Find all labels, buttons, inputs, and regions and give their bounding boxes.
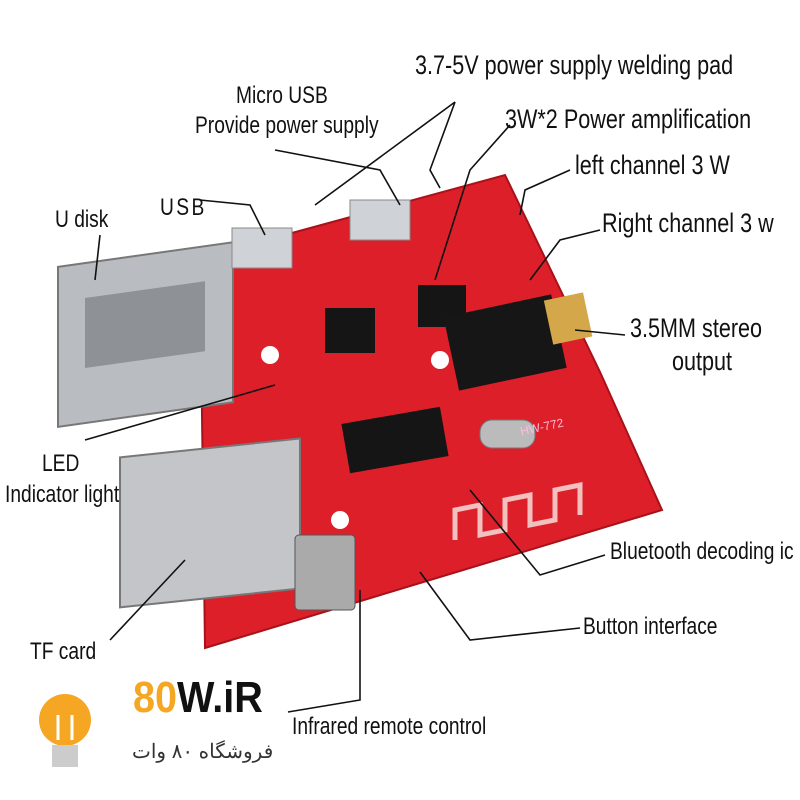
bluetooth-antenna [452,481,583,540]
label-stereo: 3.5MM stereo [630,313,763,343]
label-indicator-light: Indicator light [5,481,120,508]
label-usb: USB [160,194,207,221]
ir-receiver [294,534,356,611]
label-power-pad: 3.7-5V power supply welding pad [415,50,734,80]
logo-number: 80 [133,673,178,722]
label-micro-usb: Micro USB [236,82,328,109]
watermark-logo: 80W.iR [133,676,263,720]
leader-lines [84,101,626,713]
label-left-channel: left channel 3 W [575,150,730,180]
audio-jack [443,294,567,391]
crystal [479,419,536,449]
tf-card-slot [119,437,301,609]
micro-usb-1 [231,227,293,269]
amp-chip-1 [325,308,375,353]
micro-usb-2 [349,199,411,241]
label-amplification: 3W*2 Power amplification [505,104,752,134]
label-provide-power: Provide power supply [195,112,379,139]
logo-bulb-icon [39,694,91,767]
label-u-disk: U disk [55,206,109,233]
label-right-channel: Right channel 3 w [602,208,774,238]
label-infrared: Infrared remote control [292,713,487,740]
label-led: LED [42,450,80,477]
bluetooth-chip [341,406,449,474]
label-output: output [672,346,733,376]
logo-text: W.iR [177,673,263,722]
label-tf-card: TF card [30,638,97,665]
watermark-persian: فروشگاه ۸۰ وات [132,741,274,763]
label-button-interface: Button interface [583,613,718,640]
label-bluetooth: Bluetooth decoding ic [610,538,794,565]
